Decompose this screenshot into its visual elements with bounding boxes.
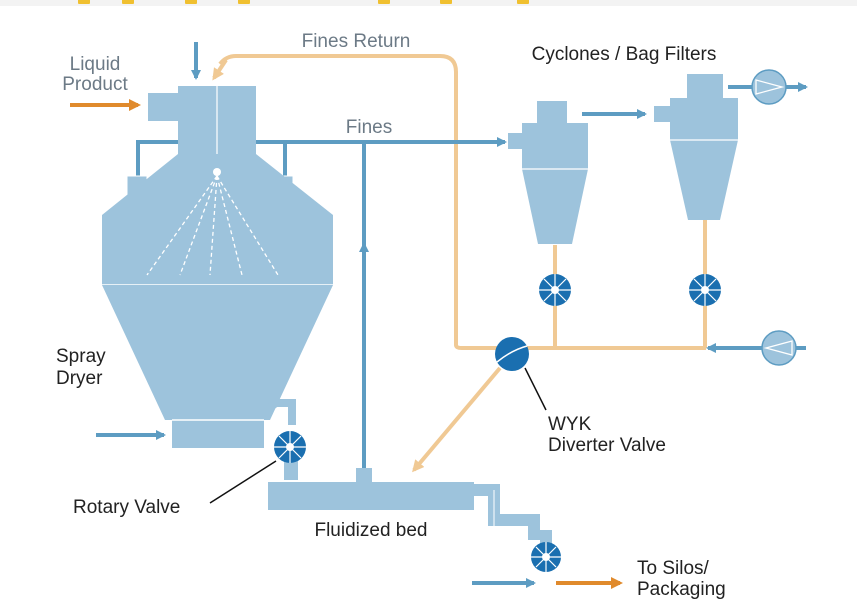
diverter-leader — [524, 367, 547, 411]
fines-label: Fines — [346, 117, 392, 138]
bag-filter — [654, 74, 738, 220]
silos-label-2: Packaging — [637, 579, 726, 600]
spray-dryer — [102, 86, 333, 448]
folder-icon — [517, 0, 529, 4]
spray-dryer-label-1: Spray — [56, 346, 106, 367]
fluidized-bed — [268, 468, 540, 540]
cyclone — [508, 101, 588, 244]
fines-return-arrow — [212, 58, 228, 81]
folder-icon — [122, 0, 134, 4]
folder-icon — [78, 0, 90, 4]
liquid-product-label-2: Product — [62, 74, 128, 95]
rotary-valve-icon — [531, 530, 561, 572]
folder-icon — [378, 0, 390, 4]
folder-icon — [238, 0, 250, 4]
fan-icon — [761, 330, 797, 366]
rotary-valve-icon — [539, 274, 571, 306]
rotary-valve-leader — [209, 460, 277, 504]
wyk-label-2: Diverter Valve — [548, 435, 666, 456]
wyk-label-1: WYK — [548, 414, 592, 435]
spray-dryer-label-2: Dryer — [56, 368, 103, 389]
diverter-valve-icon — [495, 337, 529, 371]
folder-icon — [440, 0, 452, 4]
rotary-valve-label: Rotary Valve — [73, 497, 180, 518]
fluidized-bed-label: Fluidized bed — [314, 520, 427, 541]
fines-return-label: Fines Return — [302, 31, 411, 52]
fines-pipe — [136, 140, 494, 176]
cyclones-label: Cyclones / Bag Filters — [532, 44, 717, 65]
folder-icon — [185, 0, 197, 4]
top-toolbar-strip — [0, 0, 857, 6]
rotary-valve-icon — [274, 431, 306, 480]
rotary-valve-icon — [689, 274, 721, 306]
liquid-product-label-1: Liquid — [70, 54, 121, 75]
diverter-to-bed-line — [412, 366, 502, 473]
silos-label-1: To Silos/ — [637, 558, 710, 579]
fan-icon — [751, 69, 787, 105]
